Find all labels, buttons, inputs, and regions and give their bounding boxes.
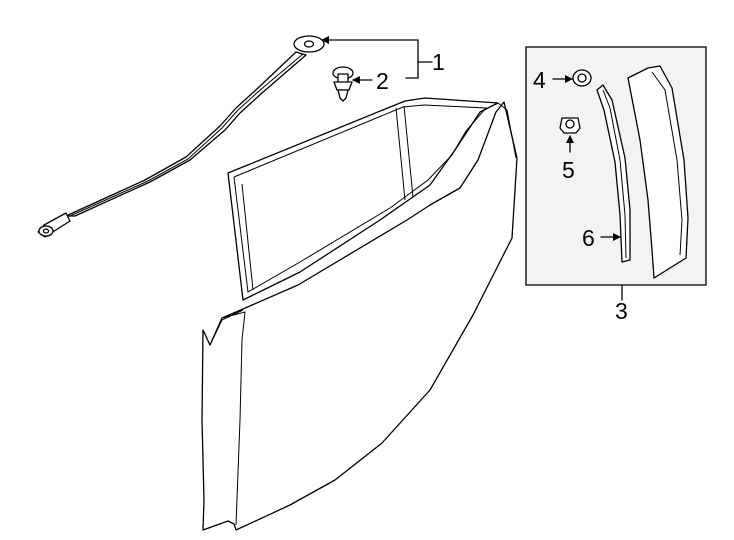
callout-3: 3: [615, 298, 628, 324]
nut-5: [559, 117, 581, 134]
applique-panel: [627, 65, 689, 279]
channel-trim-6: [596, 84, 631, 263]
leader-1-2: [321, 36, 433, 84]
callout-2: 2: [376, 68, 389, 94]
callout-5: 5: [562, 157, 575, 183]
retainer-clip: [332, 66, 354, 102]
callout-4: 4: [533, 67, 546, 93]
nut-4: [572, 69, 592, 87]
applique-inset: [525, 46, 707, 301]
rear-door: [201, 97, 518, 531]
callout-6: 6: [582, 225, 595, 251]
callout-1: 1: [432, 49, 445, 75]
belt-weatherstrip: [37, 35, 325, 238]
